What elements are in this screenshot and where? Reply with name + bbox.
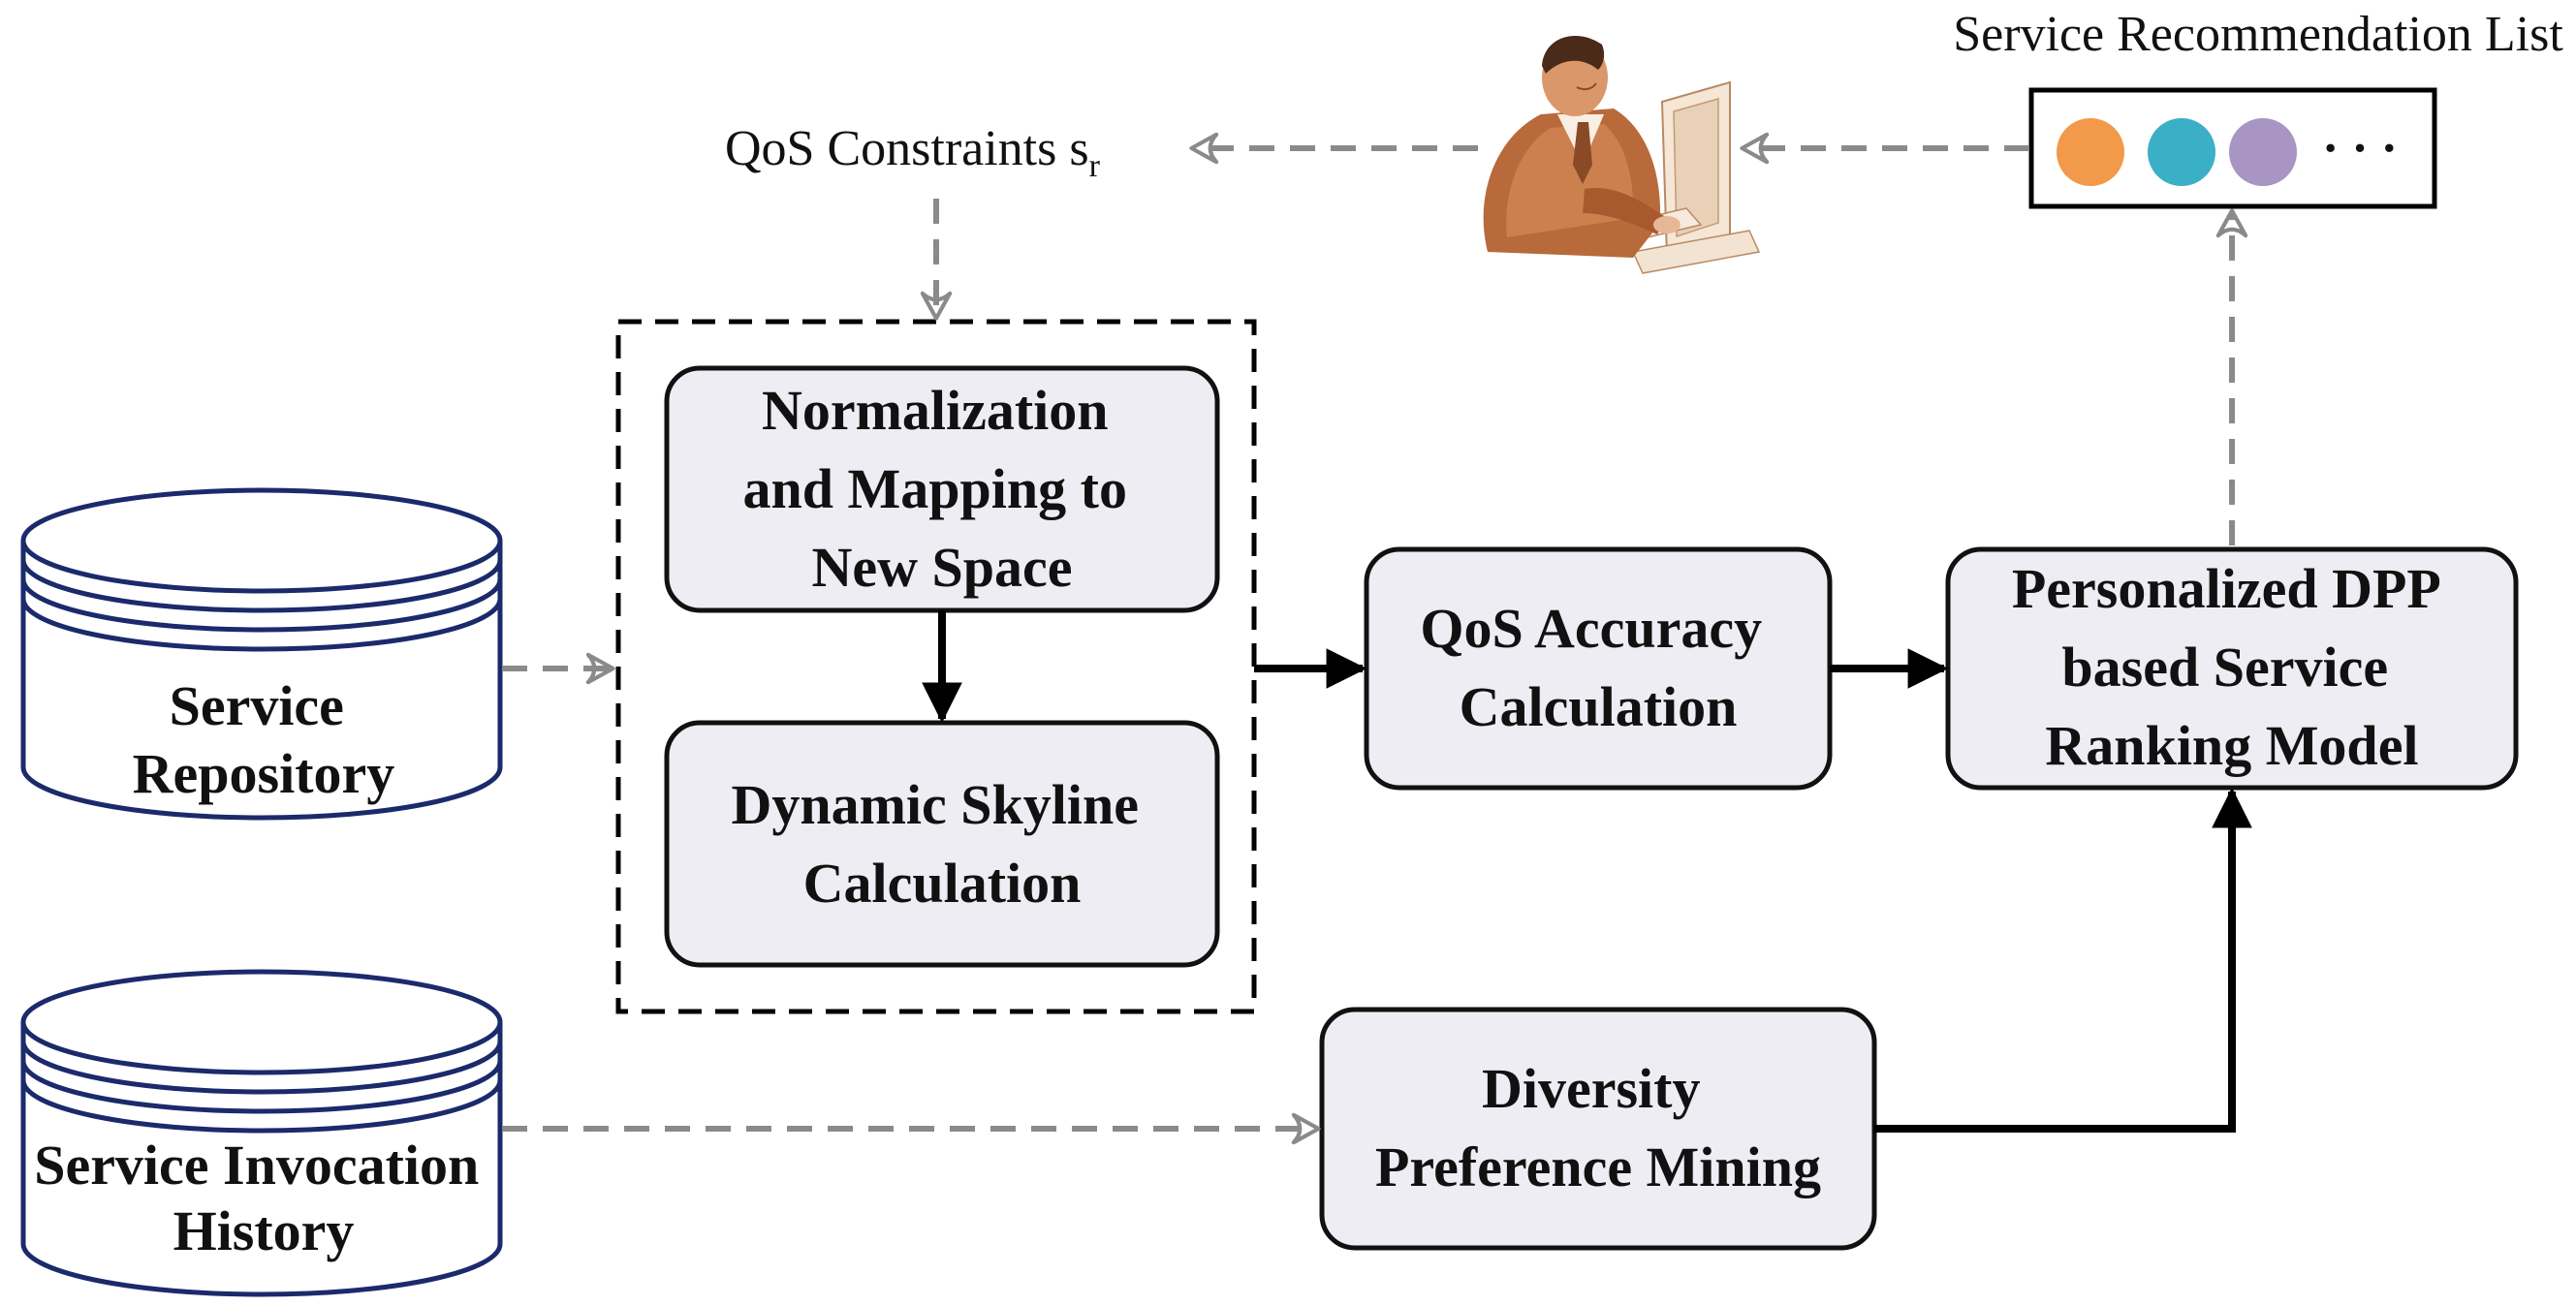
recommendation-list-title: Service Recommendation List [1953, 7, 2563, 62]
user-at-computer-icon [1483, 36, 1761, 274]
arrow-diversity-to-ranking [1874, 787, 2252, 1133]
diversity-mining-box [1319, 1007, 1877, 1251]
list-ellipsis: · · · [2322, 121, 2398, 176]
invocation-history-label: Service Invocation History [34, 1134, 493, 1262]
qos-constraints-text: QoS Constraints s [725, 121, 1089, 176]
invocation-history-db [20, 969, 503, 1297]
normalization-label: Normalization and Mapping to New Space [743, 379, 1142, 599]
list-item-dot-blue [2148, 118, 2215, 186]
dynamic-skyline-label: Dynamic Skyline Calculation [731, 773, 1152, 915]
ranking-model-label: Personalized DPP based Service Ranking M… [2012, 557, 2452, 777]
service-repository-label: Service Repository [133, 674, 395, 805]
diversity-mining-label: Diversity Preference Mining [1375, 1057, 1821, 1198]
qos-constraints-label: QoS Constraints sr [725, 121, 1101, 184]
service-repository-db [20, 487, 503, 821]
qos-accuracy-label: QoS Accuracy Calculation [1420, 597, 1775, 738]
qos-accuracy-box [1364, 546, 1833, 791]
recommendation-list-box: · · · [2028, 87, 2437, 209]
qos-constraints-subscript: r [1089, 148, 1101, 184]
dynamic-skyline-box [664, 720, 1220, 968]
list-item-dot-purple [2229, 118, 2297, 186]
list-item-dot-orange [2057, 118, 2124, 186]
